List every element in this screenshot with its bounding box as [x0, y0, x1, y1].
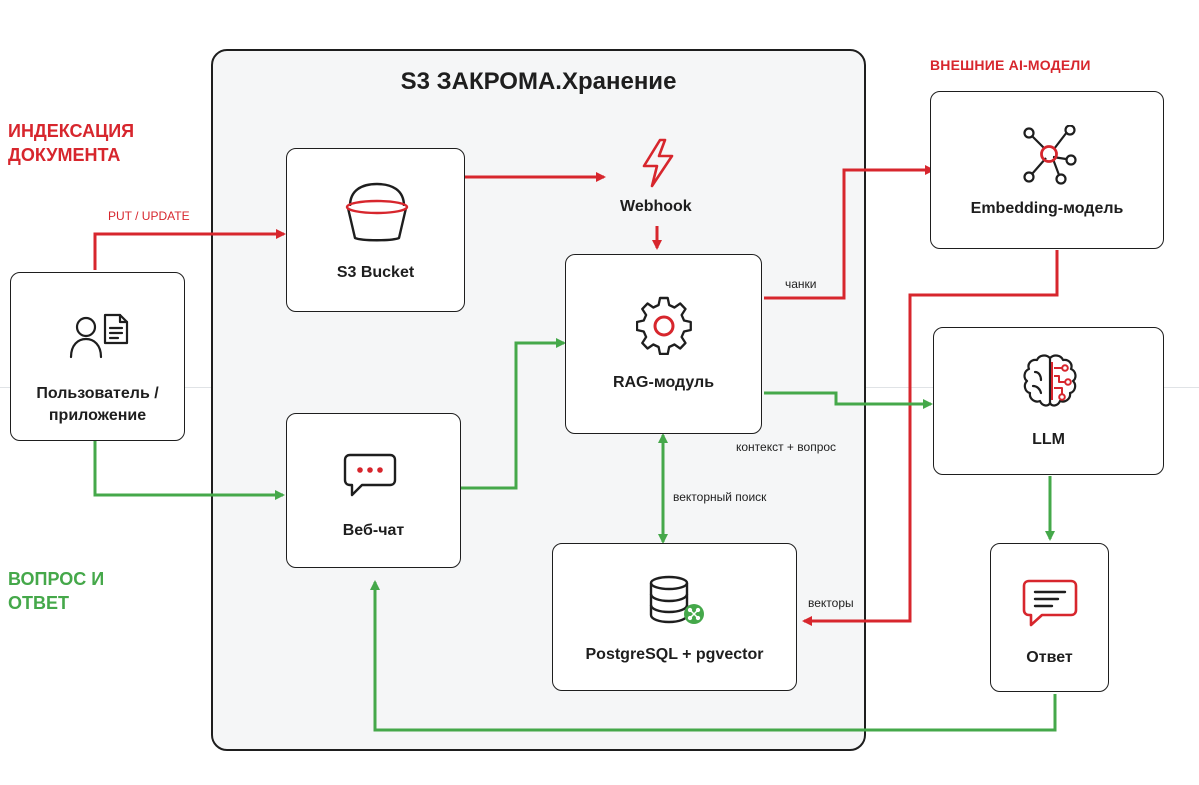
- edge-webchat-rag: [461, 338, 566, 490]
- webhook-label: Webhook: [620, 198, 692, 215]
- node-embedding-label: Embedding-модель: [970, 200, 1124, 217]
- label-put-update: PUT / UPDATE: [108, 209, 190, 223]
- label-chunks: чанки: [785, 277, 817, 291]
- node-user-label-1: Пользователь /: [36, 385, 159, 402]
- container-title: S3 ЗАКРОМА.Хранение: [400, 68, 677, 95]
- node-answer[interactable]: Ответ: [990, 543, 1109, 692]
- chat-bubble-icon: [343, 453, 397, 497]
- node-webchat-label: Веб-чат: [342, 522, 405, 539]
- user-document-icon: [69, 313, 129, 359]
- node-user-label-2: приложение: [48, 407, 147, 424]
- gear-icon: [636, 296, 692, 355]
- section-indexing-line2: ДОКУМЕНТА: [8, 145, 121, 165]
- bucket-icon: [345, 182, 409, 242]
- node-llm-label: LLM: [1032, 431, 1065, 448]
- node-s3-label: S3 Bucket: [336, 264, 415, 281]
- lightning-icon: [642, 138, 674, 188]
- section-external: ВНЕШНИЕ AI-МОДЕЛИ: [930, 57, 1091, 73]
- node-user[interactable]: Пользователь / приложение: [10, 272, 185, 441]
- brain-chip-icon: [1023, 354, 1077, 407]
- node-llm[interactable]: LLM: [933, 327, 1164, 475]
- section-indexing-line1: ИНДЕКСАЦИЯ: [8, 121, 135, 141]
- node-answer-label: Ответ: [1026, 649, 1073, 666]
- node-postgres[interactable]: PostgreSQL + pgvector: [552, 543, 797, 691]
- node-rag-label: RAG-модуль: [612, 374, 715, 391]
- label-vectors: векторы: [808, 596, 854, 610]
- edge-user-webchat: [93, 441, 285, 500]
- edge-rag-embedding: [764, 165, 935, 300]
- label-context-question: контекст + вопрос: [736, 440, 837, 454]
- section-qa: ВОПРОС И ОТВЕТ: [8, 567, 104, 615]
- node-embedding[interactable]: Embedding-модель: [930, 91, 1164, 249]
- node-webchat[interactable]: Веб-чат: [286, 413, 461, 568]
- node-s3-bucket[interactable]: S3 Bucket: [286, 148, 465, 312]
- edge-rag-llm: [764, 391, 933, 409]
- node-rag[interactable]: RAG-модуль: [565, 254, 762, 434]
- edge-answer-webchat: [370, 580, 1057, 732]
- edge-user-s3: [93, 229, 286, 270]
- message-icon: [1022, 579, 1078, 627]
- section-qa-line1: ВОПРОС И: [8, 569, 105, 589]
- section-qa-line2: ОТВЕТ: [8, 593, 69, 613]
- node-postgres-label: PostgreSQL + pgvector: [585, 646, 764, 663]
- network-icon: [1023, 125, 1077, 185]
- database-icon: [649, 575, 704, 624]
- section-indexing: ИНДЕКСАЦИЯ ДОКУМЕНТА: [8, 119, 134, 167]
- edge-embedding-postgres: [802, 250, 1059, 626]
- label-vector-search: векторный поиск: [673, 490, 767, 504]
